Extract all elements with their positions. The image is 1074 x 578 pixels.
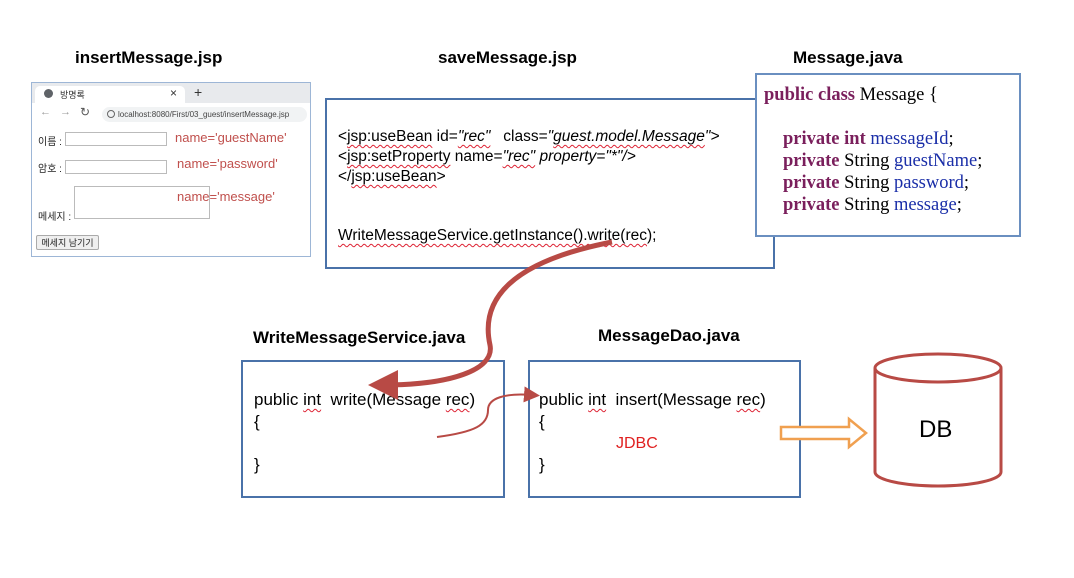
browser-address-bar: ← → ↻ localhost:8080/First/03_guest/inse…	[32, 105, 310, 125]
field-label-message: 메세지 :	[38, 212, 72, 223]
code-token: property="*"/>	[535, 148, 636, 165]
field-label-password: 암호 :	[38, 164, 62, 175]
url-text: localhost:8080/First/03_guest/insertMess…	[118, 110, 290, 119]
browser-window: 방명록 × + ← → ↻ localhost:8080/First/03_gu…	[31, 82, 311, 257]
code-token: ;	[948, 129, 954, 149]
service-open-brace: {	[254, 412, 260, 431]
code-token: name=	[450, 148, 503, 165]
code-token: Message {	[854, 85, 938, 105]
code-token: ;	[963, 173, 970, 193]
code-token: );	[646, 227, 657, 244]
password-input[interactable]	[65, 160, 167, 174]
field-name: messageId	[870, 129, 949, 149]
code-keyword: public class	[764, 85, 855, 105]
database-cylinder	[873, 352, 1003, 488]
code-token: public	[254, 390, 304, 409]
code-token: jsp:useBean	[347, 128, 433, 145]
code-token: "rec"	[457, 128, 491, 145]
save-line-close-usebean: </jsp:useBean>	[338, 167, 446, 187]
code-token: ;	[977, 151, 983, 171]
url-field[interactable]: localhost:8080/First/03_guest/insertMess…	[102, 107, 307, 122]
code-keyword: private	[783, 151, 840, 171]
field-password: private String password;	[783, 172, 969, 194]
title-insert-message-jsp: insertMessage.jsp	[75, 48, 223, 67]
code-token: String	[839, 151, 894, 171]
save-line-setproperty: <jsp:setProperty name="rec" property="*"…	[338, 147, 636, 167]
save-line-usebean: <jsp:useBean id="rec" class="guest.model…	[338, 127, 719, 147]
browser-tab[interactable]: 방명록 ×	[35, 86, 185, 103]
code-keyword: private	[783, 129, 840, 149]
code-token: )	[469, 390, 476, 409]
title-save-message-jsp: saveMessage.jsp	[438, 48, 577, 67]
title-message-java: Message.java	[793, 48, 903, 67]
code-token: insert(Message	[606, 390, 737, 409]
code-keyword: private	[783, 173, 840, 193]
field-message-id: private int messageId;	[783, 128, 954, 150]
save-line-write-call: WriteMessageService.getInstance().write(…	[338, 226, 656, 246]
name-input[interactable]	[65, 132, 167, 146]
forward-icon[interactable]: →	[60, 106, 71, 118]
hint-password: name='password'	[177, 156, 278, 171]
field-name: guestName	[894, 151, 978, 171]
code-token: int	[303, 390, 322, 409]
submit-message-button[interactable]: 메세지 남기기	[36, 235, 99, 250]
back-icon[interactable]: ←	[40, 106, 51, 118]
code-token: "	[547, 128, 554, 145]
code-token: ;	[956, 195, 962, 215]
code-token: rec	[445, 390, 470, 409]
code-token: >	[436, 168, 446, 185]
service-close-brace: }	[254, 455, 260, 474]
browser-tab-bar: 방명록 × +	[32, 83, 310, 103]
db-label: DB	[919, 416, 953, 443]
code-token: public	[539, 390, 589, 409]
code-token: )	[760, 390, 766, 409]
field-label-name: 이름 :	[38, 137, 62, 148]
title-write-message-service-java: WriteMessageService.java	[253, 328, 466, 347]
field-name: message	[894, 195, 957, 215]
field-message: private String message;	[783, 194, 962, 216]
code-token: rec	[736, 390, 761, 409]
code-token: </	[338, 168, 352, 185]
class-declaration: public class Message {	[764, 84, 938, 106]
dao-close-brace: }	[539, 455, 545, 474]
code-token: String	[839, 195, 894, 215]
code-token: jsp:useBean	[351, 168, 437, 185]
message-dao-box: public int insert(Message rec) { JDBC }	[528, 360, 801, 498]
message-java-box: public class Message { private int messa…	[755, 73, 1021, 237]
code-token: id=	[432, 128, 458, 145]
jdbc-label: JDBC	[616, 435, 658, 452]
message-textarea[interactable]	[74, 186, 210, 219]
code-token: class=	[490, 128, 548, 145]
hint-guestname: name='guestName'	[175, 130, 287, 145]
browser-tab-title: 방명록	[60, 90, 85, 100]
code-keyword: private	[783, 195, 840, 215]
code-token: WriteMessageService.getInstance().write(	[338, 227, 626, 244]
title-message-dao-java: MessageDao.java	[598, 326, 740, 345]
tab-close-icon[interactable]: ×	[170, 86, 178, 100]
new-tab-icon[interactable]: +	[194, 84, 203, 100]
field-guest-name: private String guestName;	[783, 150, 982, 172]
code-token: <	[338, 128, 348, 145]
code-token: rec	[625, 227, 647, 244]
dao-method-signature: public int insert(Message rec)	[539, 389, 766, 411]
code-token: int	[588, 390, 607, 409]
globe-icon	[44, 89, 53, 98]
call-arrow-insert	[436, 386, 540, 438]
code-token: <	[338, 148, 348, 165]
hint-message: name='message'	[177, 189, 275, 204]
info-icon	[107, 110, 115, 118]
dao-open-brace: {	[539, 412, 545, 431]
code-token: guest.model.Message	[553, 128, 705, 145]
reload-icon[interactable]: ↻	[80, 105, 91, 119]
code-token: jsp:setProperty	[347, 148, 451, 165]
code-token: ">	[704, 128, 720, 145]
call-arrow-write	[368, 239, 613, 400]
code-token: String	[839, 173, 894, 193]
code-keyword: int	[839, 129, 871, 149]
field-name: password	[894, 173, 964, 193]
jdbc-to-db-arrow	[779, 416, 868, 450]
code-token: "rec"	[502, 148, 536, 165]
